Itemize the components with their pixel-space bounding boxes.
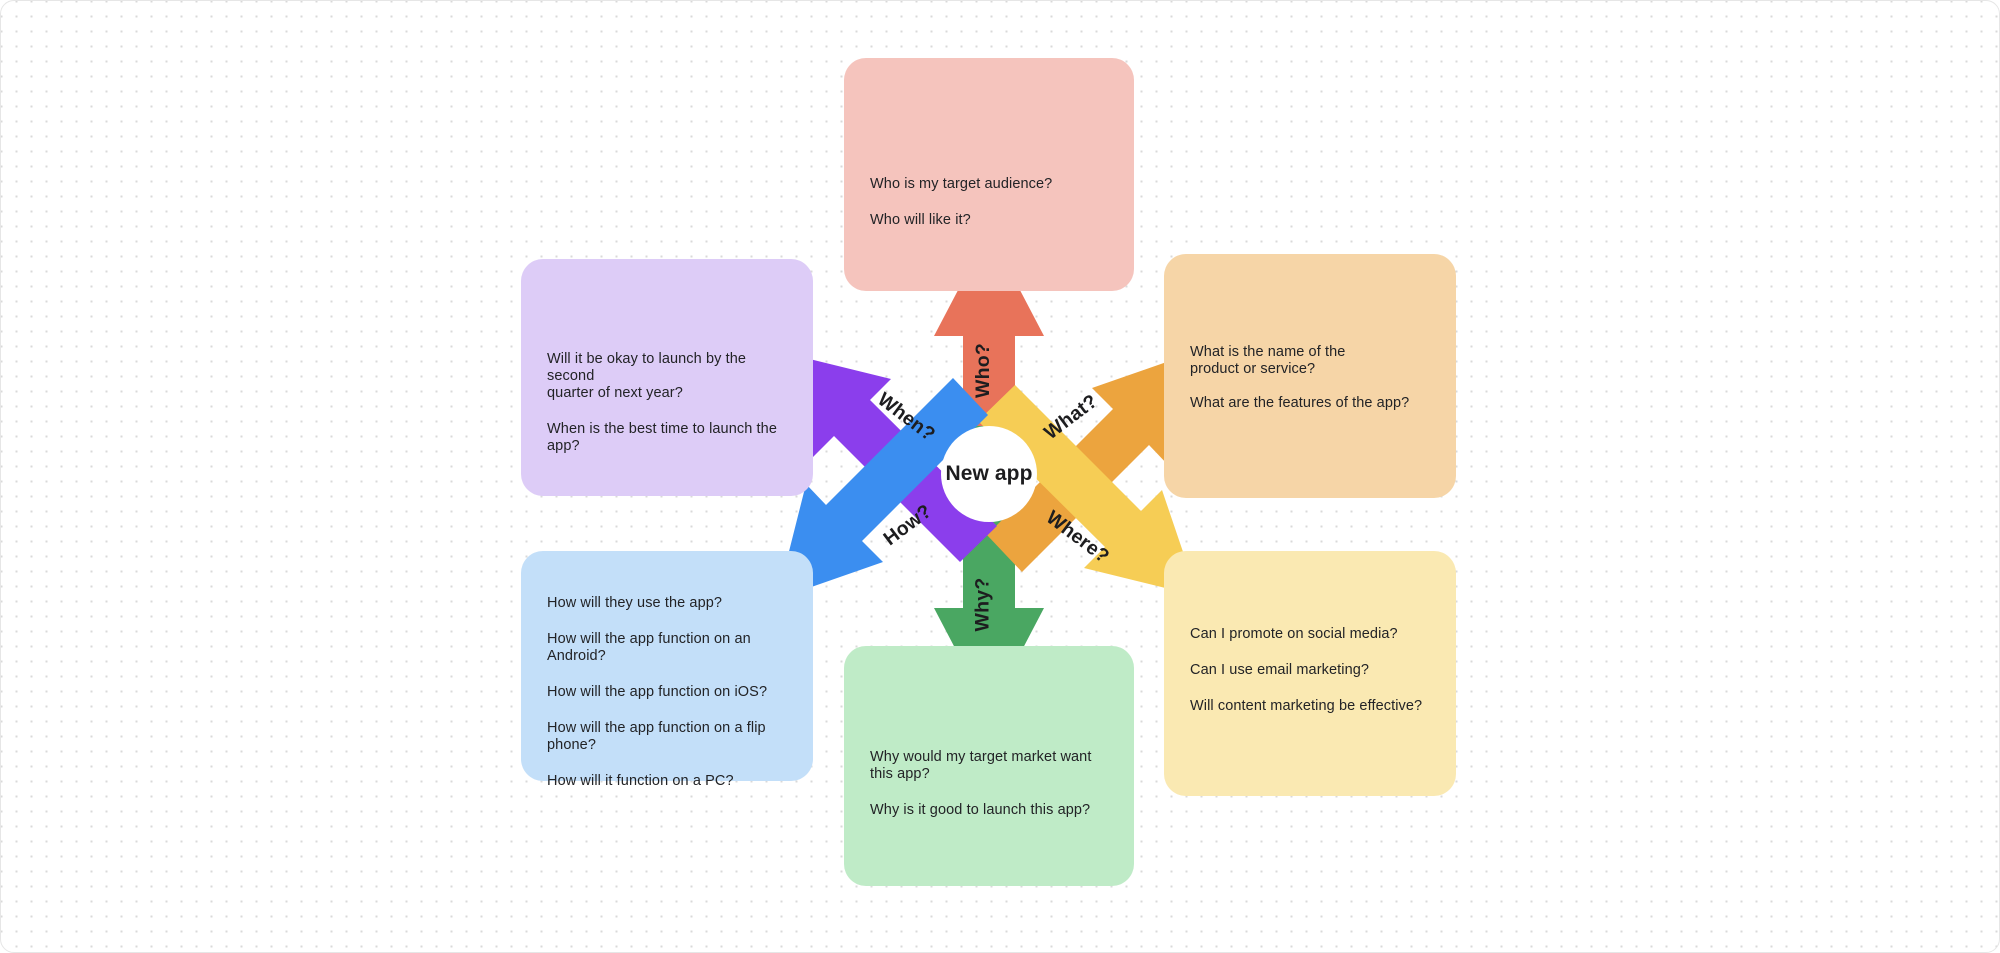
question-item: Why is it good to launch this app? — [870, 802, 1091, 818]
panel-why-questions: Why would my target market want this app… — [870, 749, 1116, 819]
arrow-label-why: Why? — [971, 577, 994, 632]
question-item: How will the app function on an Android? — [547, 631, 751, 664]
arrow-label-when: When? — [873, 388, 940, 446]
question-item: Who will like it? — [870, 212, 971, 228]
question-item: How will it function on a PC? — [547, 773, 734, 789]
panel-how[interactable]: How will they use the app? How will the … — [521, 551, 813, 789]
question-item: How will the app function on a flip phon… — [547, 720, 766, 753]
panel-who[interactable]: Who is my target audience? Who will like… — [844, 58, 1134, 291]
center-node-label: New app — [945, 462, 1033, 485]
arrow-label-how: How? — [879, 500, 936, 551]
question-item: Can I use email marketing? — [1190, 662, 1370, 678]
arrow-label-where: Where? — [1042, 506, 1114, 568]
panel-where-questions: Can I promote on social media? Can I use… — [1190, 626, 1438, 715]
panel-why[interactable]: Why would my target market want this app… — [844, 646, 1134, 886]
question-item: Can I promote on social media? — [1190, 626, 1398, 642]
arrow-label-what: What? — [1040, 390, 1102, 445]
center-node[interactable]: New app — [941, 426, 1037, 522]
question-item: Will content marketing be effective? — [1190, 698, 1423, 714]
panel-how-questions: How will they use the app? How will the … — [547, 595, 795, 790]
question-item: How will the app function on iOS? — [547, 684, 768, 700]
question-item: What are the features of the app? — [1190, 395, 1410, 411]
question-item: How will they use the app? — [547, 595, 723, 611]
panel-where[interactable]: Can I promote on social media? Can I use… — [1164, 551, 1456, 796]
arrow-label-who: Who? — [971, 343, 994, 398]
question-item: When is the best time to launch the app? — [547, 421, 777, 454]
question-item: Why would my target market want this app… — [870, 749, 1092, 782]
question-item: Who is my target audience? — [870, 176, 1053, 192]
panel-who-questions: Who is my target audience? Who will like… — [870, 176, 1116, 229]
